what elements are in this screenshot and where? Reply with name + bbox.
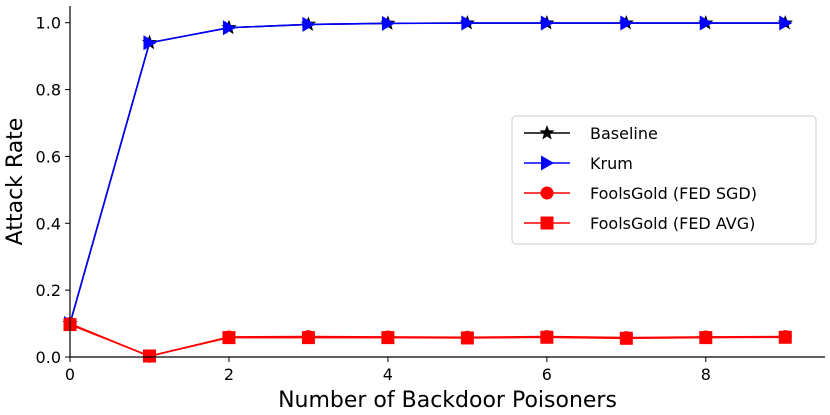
series-line [69,22,786,324]
series-1 [64,15,793,332]
series-point [142,349,156,363]
y-tick-label: 0.6 [36,147,61,166]
x-tick-label: 8 [701,365,711,384]
x-tick-label: 2 [224,365,234,384]
series-point [222,331,236,345]
series-layer [62,15,793,363]
legend-label: Krum [590,154,633,173]
y-axis-title: Attack Rate [3,118,28,246]
series-point [302,16,316,32]
y-tick-label: 0.8 [36,81,61,100]
x-tick-label: 0 [65,365,75,384]
series-line [69,322,786,358]
series-point [222,20,236,36]
series-point [143,35,157,51]
y-tick-label: 1.0 [36,14,61,33]
series-point [540,330,554,344]
series-point [619,331,633,345]
series-point [381,331,395,345]
series-point [778,330,792,344]
legend-label: FoolsGold (FED SGD) [590,184,757,203]
series-point [779,15,793,31]
series-point [620,15,634,31]
axes-layer [69,6,825,358]
legend-marker [541,155,554,171]
legend-label: FoolsGold (FED AVG) [590,214,755,233]
series-point [381,15,395,31]
series-line [69,323,786,357]
legend-marker [539,125,555,140]
series-point [460,331,474,345]
legend-marker [540,216,554,230]
series-2 [63,317,792,363]
legend-frame [511,115,817,245]
series-3 [63,318,792,363]
legend-marker [540,186,554,200]
legend-label: Baseline [590,124,658,143]
series-point [461,15,475,31]
ticks-layer: 0 2 4 6 8 0.0 0.2 0.4 0.6 0.8 1.0 [36,14,711,384]
series-point [301,331,315,345]
y-tick-label: 0.2 [36,281,61,300]
series-point [699,15,713,31]
y-tick-label: 0.0 [36,348,61,367]
series-point [540,15,554,31]
y-tick-label: 0.4 [36,214,61,233]
x-axis-title: Number of Backdoor Poisoners [278,388,617,413]
x-tick-label: 4 [383,365,393,384]
series-point [699,331,713,345]
x-tick-label: 6 [542,365,552,384]
